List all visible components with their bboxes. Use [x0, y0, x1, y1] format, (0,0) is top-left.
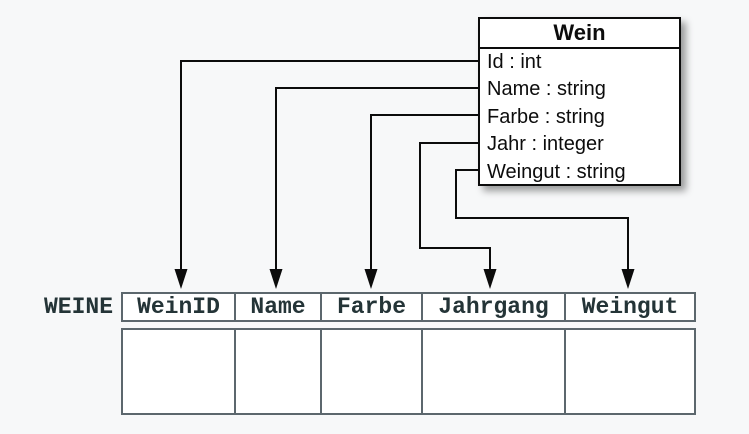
arrowhead-name-to-name: [269, 269, 283, 289]
column-header-jahrgang: Jahrgang: [423, 294, 566, 320]
column-header-weingut: Weingut: [581, 294, 679, 320]
empty-cell-weinid: [123, 330, 236, 413]
empty-cell-jahrgang: [423, 330, 566, 413]
column-header-farbe: Farbe: [322, 294, 423, 320]
arrowhead-weingut-to-weingut: [621, 269, 635, 289]
empty-cell-name: [236, 330, 322, 413]
column-header-weinid: WeinID: [123, 294, 236, 320]
arrow-farbe-to-farbe: [370, 114, 478, 271]
arrowhead-id-to-weinid: [174, 269, 188, 289]
empty-cell-weingut: [566, 330, 694, 413]
arrowhead-farbe-to-farbe: [364, 269, 378, 289]
class-attribute-jahr: Jahr : integer: [487, 133, 604, 156]
arrowhead-jahr-to-jahrgang: [483, 269, 497, 289]
arrow-id-to-weinid: [180, 60, 478, 271]
uml-class-box-wein: Wein Id : int Name : string Farbe : stri…: [478, 17, 681, 186]
arrow-name-to-name: [275, 87, 478, 271]
class-title: Wein: [480, 19, 679, 49]
table-name-label: WEINE: [43, 294, 113, 320]
db-table-header-row: WeinID Name Farbe Jahrgang Weingut: [121, 292, 696, 322]
empty-cell-farbe: [322, 330, 423, 413]
db-table-empty-row: [121, 328, 696, 415]
class-attribute-name: Name : string: [487, 78, 606, 101]
arrow-weingut-to-weingut: [455, 169, 629, 271]
column-header-name: Name: [236, 294, 322, 320]
class-attribute-farbe: Farbe : string: [487, 105, 605, 128]
class-attribute-weingut: Weingut : string: [487, 160, 626, 183]
class-attribute-id: Id : int: [487, 51, 542, 73]
arrow-jahr-to-jahrgang: [419, 142, 491, 271]
